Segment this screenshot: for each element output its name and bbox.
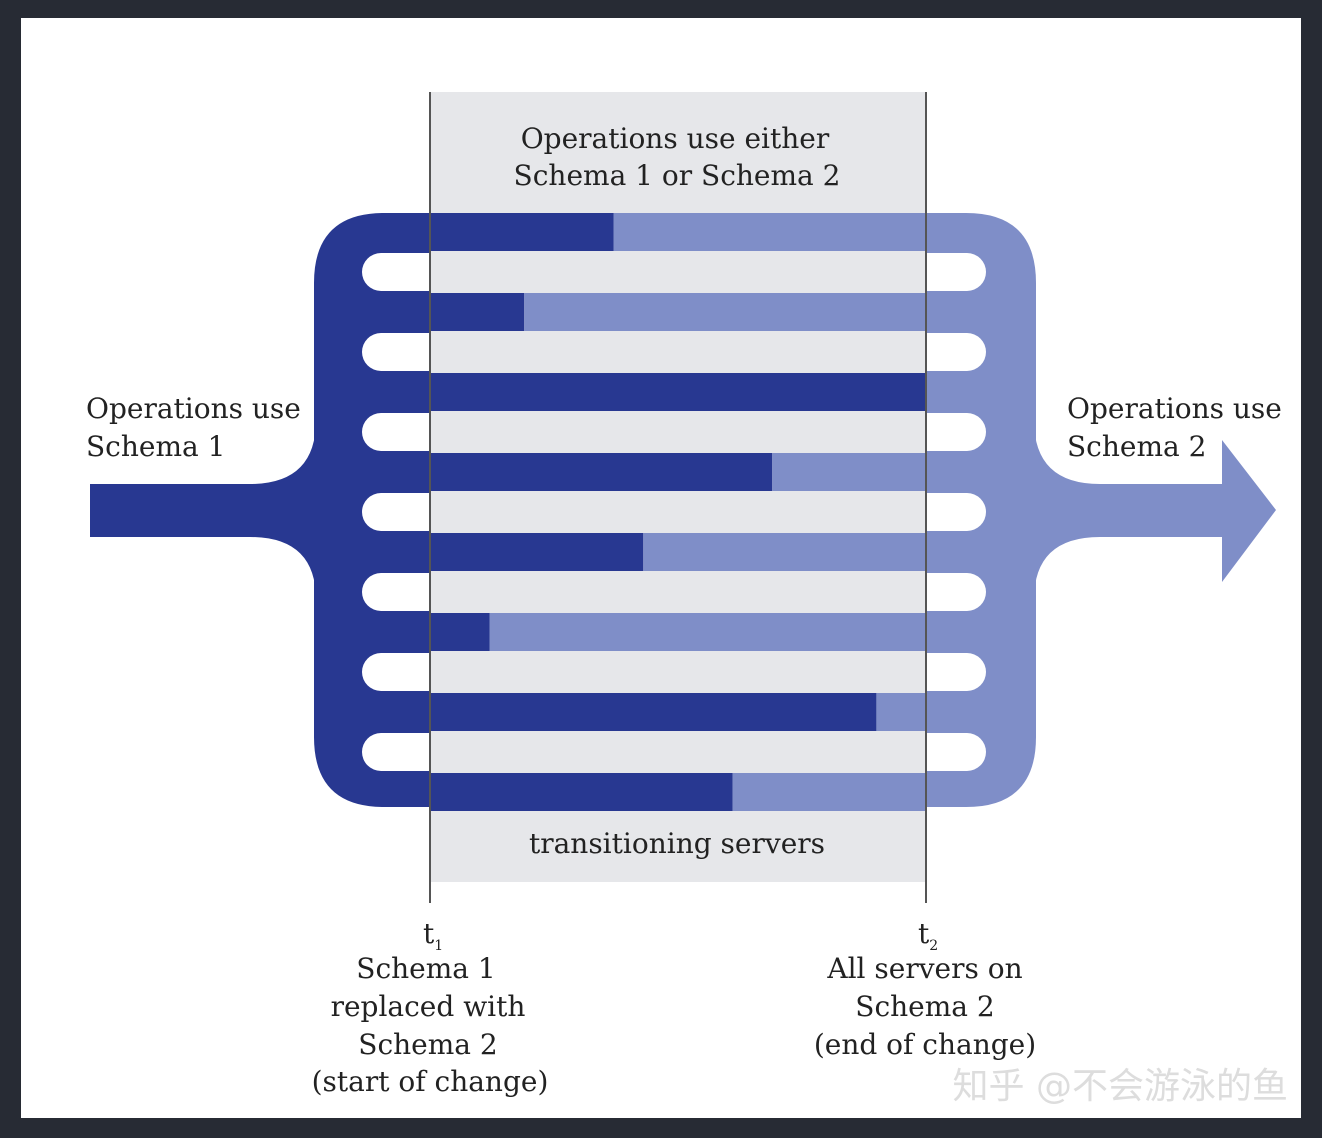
t1-letter: t xyxy=(423,917,435,950)
server-bar-schema1 xyxy=(429,613,490,651)
servers-label: transitioning servers xyxy=(529,827,825,860)
server-bar xyxy=(429,533,927,571)
schema2-output-arrow xyxy=(1034,420,1276,600)
server-bar-schema1 xyxy=(429,213,614,251)
server-bar-schema1 xyxy=(429,773,733,811)
lane-gap-window xyxy=(430,253,926,291)
t2-desc-line1: All servers on xyxy=(826,952,1022,985)
server-bar-schema2 xyxy=(489,613,927,651)
server-bar-schema1 xyxy=(429,533,644,571)
t2-letter: t xyxy=(918,917,930,950)
server-bar xyxy=(429,613,927,651)
t2-desc-line3: (end of change) xyxy=(814,1028,1036,1061)
server-bar xyxy=(429,453,927,491)
server-bar-schema1 xyxy=(429,293,525,331)
t1-marker: t1 xyxy=(423,917,443,954)
server-bar xyxy=(429,773,927,811)
server-bars xyxy=(429,213,927,811)
left-label-line2: Schema 1 xyxy=(86,430,225,463)
right-label-line2: Schema 2 xyxy=(1067,430,1206,463)
left-label-line1: Operations use xyxy=(86,392,301,425)
server-bar-schema2 xyxy=(524,293,927,331)
server-bar xyxy=(429,293,927,331)
server-bar-schema2 xyxy=(772,453,927,491)
t1-desc-line3: Schema 2 xyxy=(358,1028,497,1061)
lane-gap-window xyxy=(430,573,926,611)
server-bar xyxy=(429,693,927,731)
server-bar-schema2 xyxy=(643,533,927,571)
lane-gap-window xyxy=(430,493,926,531)
t2-desc-line2: Schema 2 xyxy=(855,990,994,1023)
server-bar-schema2 xyxy=(732,773,927,811)
server-flow-shape xyxy=(90,213,1276,811)
server-bar-schema1 xyxy=(429,453,773,491)
t2-subscript: 2 xyxy=(929,938,938,954)
t1-desc-line2: replaced with xyxy=(331,990,526,1023)
schema1-input-flow xyxy=(90,420,316,600)
window-label-line2: Schema 1 or Schema 2 xyxy=(514,159,841,192)
right-label-line1: Operations use xyxy=(1067,392,1282,425)
window-label-line1: Operations use either xyxy=(521,122,830,155)
lane-gap-window xyxy=(430,413,926,451)
t1-subscript: 1 xyxy=(434,938,443,954)
lane-gap-window xyxy=(430,733,926,771)
watermark: 知乎 @不会游泳的鱼 xyxy=(953,1066,1288,1107)
t2-marker: t2 xyxy=(918,917,938,954)
lane-gap-window xyxy=(430,333,926,371)
lane-gaps xyxy=(362,253,986,771)
t1-desc-line1: Schema 1 xyxy=(356,952,495,985)
server-bar-schema1 xyxy=(429,373,926,411)
server-bar xyxy=(429,373,927,411)
server-bar-schema2 xyxy=(613,213,927,251)
lane-gap-window xyxy=(430,653,926,691)
server-bar-schema1 xyxy=(429,693,877,731)
server-bar-schema2 xyxy=(876,693,927,731)
server-bar xyxy=(429,213,927,251)
t1-desc-line4: (start of change) xyxy=(312,1065,549,1098)
